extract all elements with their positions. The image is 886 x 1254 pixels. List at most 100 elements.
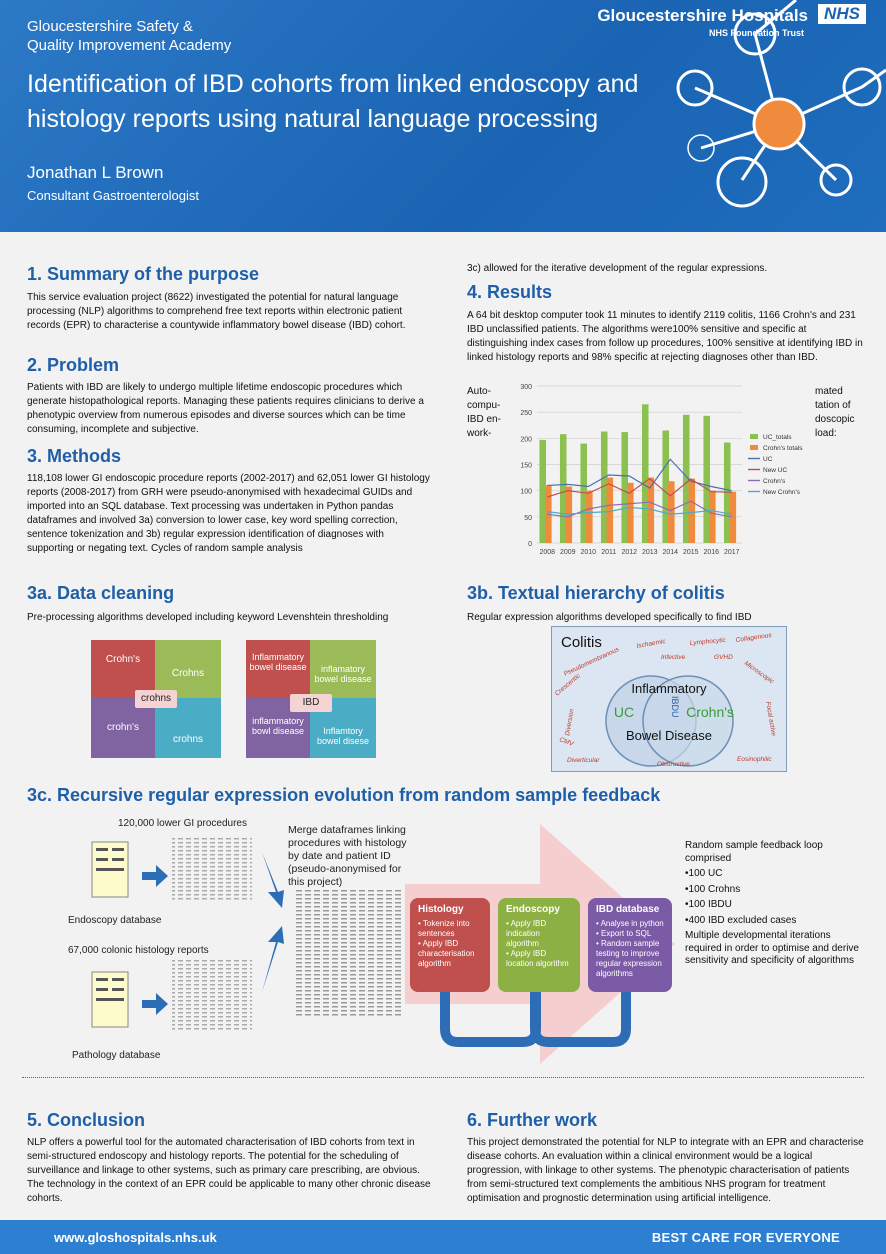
pathology-db-label: Pathology database	[72, 1050, 161, 1061]
uc-label: UC	[614, 704, 634, 720]
bar	[627, 482, 634, 543]
results-heading: 4. Results	[467, 282, 553, 302]
procedures-label: 120,000 lower GI procedures	[118, 818, 247, 829]
endoscopy-db-graphic	[91, 836, 252, 900]
tile-crohns-4-label: crohns	[172, 734, 203, 745]
tile-ibd-2: inflamatory bowel disease	[310, 640, 376, 698]
bar	[688, 478, 696, 543]
poster-title: Identification of IBD cohorts from linke…	[27, 70, 639, 133]
data-cleaning-text: Pre-processing algorithms developed incl…	[27, 612, 389, 623]
crohns-label: Crohn's	[686, 704, 734, 720]
endoscopy-box-item-2: • Apply IBD location algorithm	[506, 949, 569, 968]
y-tick-label: 300	[520, 384, 532, 391]
term-diverticular: Diverticular	[567, 757, 600, 764]
histology-box-title: Histology	[418, 904, 464, 915]
term-obstructive: Obstructive	[657, 761, 690, 768]
footer-motto: BEST CARE FOR EVERYONE	[651, 1230, 840, 1245]
tile-ibd-1: Inflammatory bowel disease	[246, 640, 310, 698]
bar	[539, 439, 547, 543]
feedback-item-3: •100 IBDU	[685, 899, 732, 910]
legend-label: UC_totals	[763, 434, 792, 441]
author-name: Jonathan L Brown	[27, 163, 164, 182]
methods-heading: 3. Methods	[27, 446, 122, 466]
ibd-db-item-1: • Analyse in python	[596, 919, 664, 928]
feedback-item-2-text: 100 Crohns	[688, 883, 741, 895]
academy-line-2: Quality Improvement Academy	[27, 37, 232, 54]
tile-ibd-center: IBD	[290, 694, 332, 712]
summary-text: This service evaluation project (8622) i…	[27, 292, 406, 331]
tile-crohns-2-label: Crohns	[171, 668, 205, 679]
results-text: A 64 bit desktop computer took 11 minute…	[467, 310, 863, 363]
x-tick-label: 2008	[539, 549, 555, 556]
term-infective: Infective	[661, 654, 686, 661]
section-divider	[22, 1077, 864, 1078]
wrap-right-3: doscopic	[815, 414, 855, 425]
ibd-db-item-2-text: Export to SQL	[601, 929, 652, 938]
y-tick-label: 150	[520, 463, 532, 470]
bar	[606, 477, 614, 543]
bar	[647, 477, 655, 543]
histology-item-1-text: Tokenize into sentences	[418, 919, 470, 938]
poster-footer: www.gloshospitals.nhs.uk BEST CARE FOR E…	[0, 1220, 886, 1254]
ibd-database-box: IBD database • Analyse in python • Expor…	[588, 898, 672, 992]
further-work-text: This project demonstrated the potential …	[467, 1137, 864, 1204]
x-tick-label: 2010	[580, 549, 596, 556]
histology-item-2-text: Apply IBD characterisation algorithm	[418, 939, 475, 968]
network-graphic-icon	[676, 0, 886, 208]
merged-data-graphic	[296, 890, 404, 1018]
wrap-right-1: mated	[815, 386, 843, 397]
endoscopy-db-label: Endoscopy database	[68, 915, 162, 926]
bar	[682, 414, 690, 543]
methods-continued-text: 3c) allowed for the iterative developmen…	[467, 263, 768, 274]
x-tick-label: 2011	[601, 549, 616, 556]
endoscopy-box-title: Endoscopy	[506, 904, 560, 915]
y-tick-label: 50	[524, 515, 532, 522]
y-tick-label: 100	[520, 489, 532, 496]
wrap-left-3: IBD en-	[467, 414, 501, 425]
bar	[621, 432, 629, 543]
tile-crohns-4: crohns	[155, 698, 221, 758]
bowel-disease-label: Bowel Disease	[626, 728, 712, 743]
y-tick-label: 250	[520, 410, 532, 417]
academy-line-1: Gloucestershire Safety &	[27, 18, 193, 35]
colitis-label: Colitis	[561, 634, 602, 651]
further-work-heading: 6. Further work	[467, 1110, 598, 1130]
endoscopy-box-item-1: • Apply IBD indication algorithm	[506, 919, 547, 948]
feedback-panel: Random sample feedback loop comprised •1…	[685, 840, 865, 968]
bar	[600, 431, 608, 543]
hierarchy-text: Regular expression algorithms developed …	[467, 612, 752, 623]
author-role: Consultant Gastroenterologist	[27, 188, 199, 203]
legend-label: UC	[763, 456, 773, 463]
x-tick-label: 2015	[683, 549, 699, 556]
inflammatory-label: Inflammatory	[631, 681, 707, 696]
nhs-logo: NHS	[818, 4, 866, 24]
wrap-left-4: work-	[467, 428, 492, 439]
x-tick-label: 2012	[621, 549, 637, 556]
pathology-db-graphic	[91, 960, 252, 1032]
x-tick-label: 2009	[560, 549, 576, 556]
bar	[703, 415, 711, 543]
merge-text: Merge dataframes linking procedures with…	[288, 824, 407, 888]
tile-crohns-1: Crohn's	[91, 640, 155, 698]
wrap-left-1: Auto-	[467, 386, 491, 397]
crohns-tiles: Crohn's Crohns crohn's crohns crohns	[91, 640, 221, 758]
x-tick-label: 2013	[642, 549, 658, 556]
feedback-item-1-text: 100 UC	[688, 868, 723, 879]
legend-label: Crohn's totals	[763, 445, 803, 452]
tile-ibd-1-label: Inflammatory bowel disease	[249, 652, 307, 672]
series-line	[547, 506, 732, 515]
x-tick-label: 2017	[724, 549, 740, 556]
legend-label: New UC	[763, 467, 788, 474]
website-link[interactable]: www.gloshospitals.nhs.uk	[54, 1230, 217, 1245]
tile-crohns-3: crohn's	[91, 698, 155, 758]
feedback-item-4-text: 400 IBD excluded cases	[688, 914, 797, 926]
bar	[586, 490, 593, 543]
data-cleaning-heading: 3a. Data cleaning	[27, 583, 175, 603]
tile-crohns-2: Crohns	[155, 640, 221, 698]
feedback-outro: Multiple developmental iterations requir…	[685, 930, 859, 966]
trust-name: Gloucestershire Hospitals	[597, 6, 808, 25]
bar	[565, 486, 573, 543]
y-tick-label: 200	[520, 436, 532, 443]
endoscopy-item-1-text: Apply IBD indication algorithm	[506, 919, 547, 948]
recursive-heading: 3c. Recursive regular expression evoluti…	[27, 785, 661, 805]
